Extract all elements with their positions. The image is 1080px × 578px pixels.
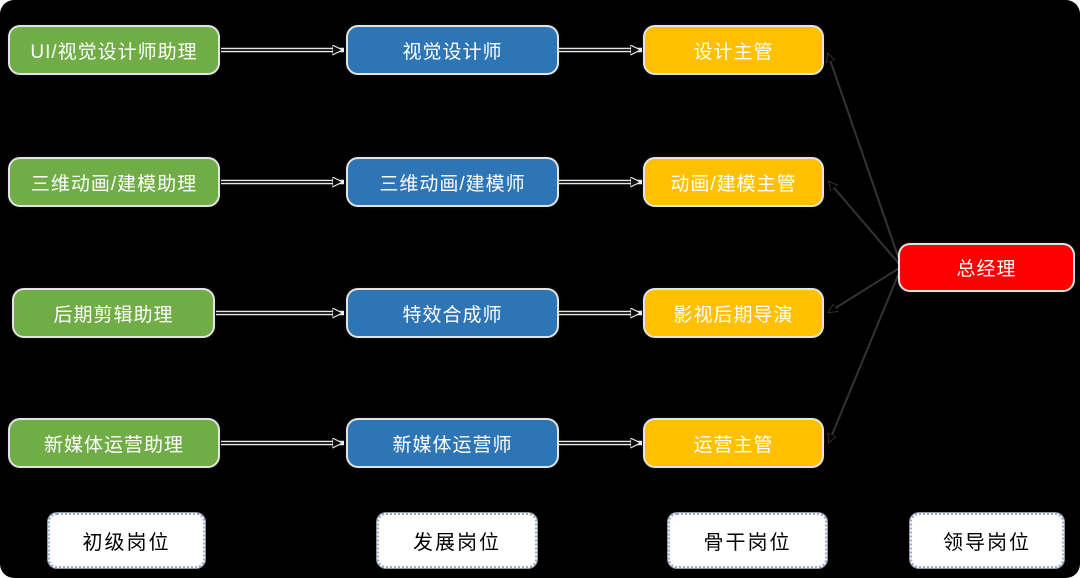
connector-gm-to-backbone-row-2 (829, 182, 902, 267)
general-manager-box: 总经理 (900, 245, 1073, 290)
connector-gm-to-backbone-row-3 (829, 266, 902, 312)
backbone-box-row-1: 设计主管 (645, 27, 822, 73)
development-box-row-3: 特效合成师 (348, 290, 557, 336)
junior-box-row-2: 三维动画/建模助理 (10, 159, 218, 205)
category-label-development: 发展岗位 (377, 513, 537, 568)
development-box-row-2: 三维动画/建模师 (348, 159, 557, 205)
category-label-leadership: 领导岗位 (910, 513, 1064, 568)
backbone-box-row-2: 动画/建模主管 (645, 159, 822, 205)
backbone-box-row-4: 运营主管 (645, 420, 822, 466)
junior-box-row-1: UI/视觉设计师助理 (10, 27, 218, 73)
development-box-row-1: 视觉设计师 (348, 27, 557, 73)
development-box-row-4: 新媒体运营师 (348, 420, 557, 466)
category-label-backbone: 骨干岗位 (668, 513, 827, 568)
backbone-box-row-3: 影视后期导演 (645, 290, 822, 336)
junior-box-row-3: 后期剪辑助理 (14, 290, 213, 336)
connector-gm-to-backbone-row-4 (829, 267, 902, 442)
connector-gm-to-backbone-row-1 (828, 54, 902, 266)
junior-box-row-4: 新媒体运营助理 (10, 420, 218, 466)
category-label-junior: 初级岗位 (48, 513, 205, 568)
